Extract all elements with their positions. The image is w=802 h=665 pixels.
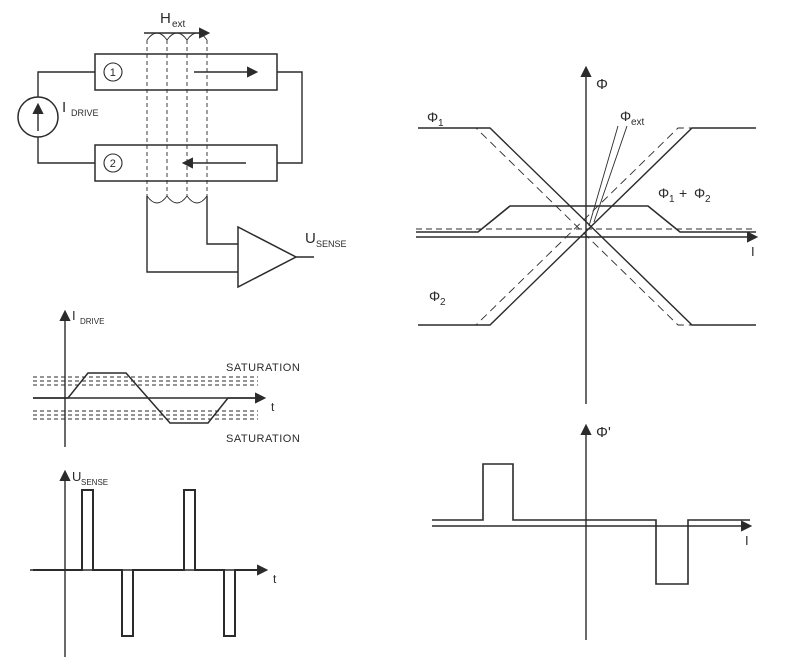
u-sense-label: U xyxy=(305,230,316,247)
phi2-curve-shifted xyxy=(418,127,756,326)
phi1-curve-shifted xyxy=(418,127,756,326)
sense-lead-2 xyxy=(146,196,238,273)
phi-sum-label-base1: Φ xyxy=(658,185,669,201)
drive-graph: I DRIVE t SATURATION SATURATION xyxy=(33,308,300,447)
i-drive-label: I xyxy=(62,99,66,116)
core-2-marker xyxy=(103,153,123,173)
winding-loop-bottom xyxy=(146,195,208,204)
sense-graph: U SENSE t xyxy=(30,469,277,657)
core-1-number: 1 xyxy=(110,67,117,79)
schematic: H ext I DRIVE 1 2 xyxy=(17,10,347,289)
winding-loop-top xyxy=(146,32,208,41)
wire-bottom xyxy=(37,137,95,164)
sense-y-axis-subscript: SENSE xyxy=(81,478,108,487)
phi1-label: Φ xyxy=(427,109,438,125)
h-ext-subscript: ext xyxy=(172,19,186,30)
flux-x-axis-label: I xyxy=(751,244,755,259)
phi-ext-pointer-line xyxy=(593,125,628,223)
flux-y-axis-label: Φ xyxy=(596,76,608,93)
derivative-waveform xyxy=(432,463,750,585)
derivative-graph: Φ' I xyxy=(432,423,753,640)
phi-sum-curve xyxy=(416,205,756,233)
drive-x-axis-label: t xyxy=(271,400,275,414)
derivative-y-axis-label: Φ' xyxy=(596,424,611,441)
phi2-label: Φ xyxy=(429,288,440,304)
phi2-curve xyxy=(418,127,756,326)
h-ext-label: H xyxy=(160,10,171,27)
derivative-x-axis-label: I xyxy=(745,533,749,548)
sense-winding xyxy=(146,32,208,204)
phi1-curve xyxy=(418,127,756,326)
saturation-label-upper: SATURATION xyxy=(226,362,300,374)
i-drive-subscript: DRIVE xyxy=(71,108,99,118)
flux-graph: Φ I Φ 1 Φ 2 Φ ext Φ 1 + Φ 2 xyxy=(416,65,759,404)
phi-sum-label-plus: + xyxy=(679,185,687,201)
wire-top xyxy=(37,71,95,97)
phi1-subscript: 1 xyxy=(438,118,444,129)
phi-ext-pointer-line xyxy=(588,125,619,227)
drive-waveform xyxy=(33,372,262,424)
phi-sum-label-base2: Φ xyxy=(694,185,705,201)
phi-ext-label: Φ xyxy=(620,108,631,124)
phi-sum-label-sub2: 2 xyxy=(705,194,711,205)
phi2-subscript: 2 xyxy=(440,297,446,308)
wire-right-link xyxy=(277,71,303,164)
sense-lead-1 xyxy=(206,196,238,245)
phi-ext-subscript: ext xyxy=(631,117,645,128)
saturation-band-lower xyxy=(33,410,258,420)
saturation-label-lower: SATURATION xyxy=(226,433,300,445)
core-2-number: 2 xyxy=(110,158,117,170)
saturation-band-upper xyxy=(33,376,258,386)
amplifier-symbol xyxy=(237,225,298,289)
sense-x-axis-label: t xyxy=(273,572,277,586)
core-1-marker xyxy=(103,62,123,82)
drive-y-axis-label: I xyxy=(72,308,76,323)
sense-y-axis-label: U xyxy=(72,469,81,484)
u-sense-subscript: SENSE xyxy=(316,239,347,249)
phi-sum-label-sub1: 1 xyxy=(669,194,675,205)
sense-pulse-waveform xyxy=(33,489,262,637)
drive-y-axis-subscript: DRIVE xyxy=(80,317,104,326)
